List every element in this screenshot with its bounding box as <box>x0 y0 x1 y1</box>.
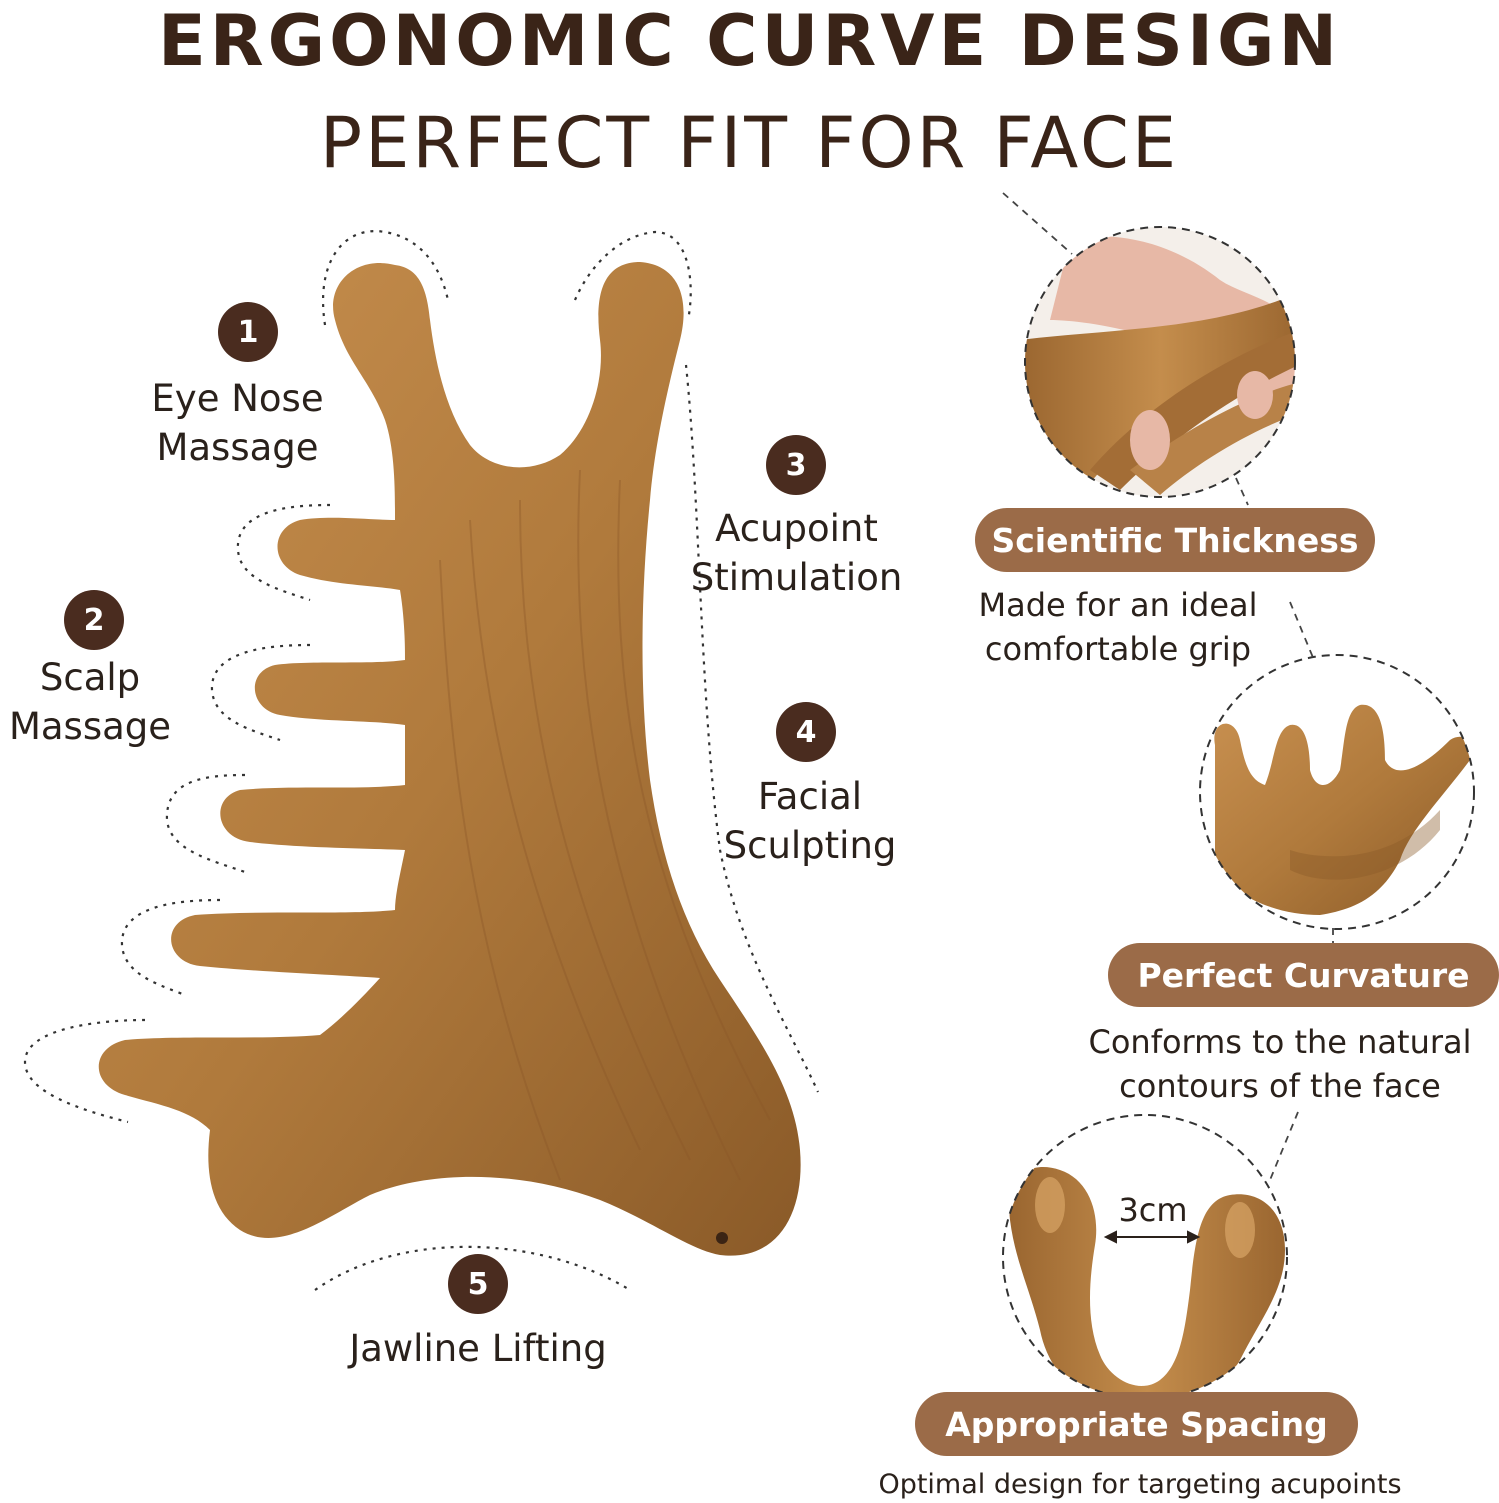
pill-perfect-curvature: Perfect Curvature <box>1108 943 1499 1007</box>
pill-appropriate-spacing: Appropriate Spacing <box>915 1392 1358 1456</box>
gua-sha-tool <box>98 262 801 1256</box>
spacing-measure: 3cm <box>1118 1191 1188 1229</box>
badge-5: 5 <box>448 1254 508 1314</box>
thickness-closeup <box>1024 226 1296 498</box>
connector-lines <box>1002 192 1334 1181</box>
headline-line-1: ERGONOMIC CURVE DESIGN <box>157 0 1342 82</box>
badge-4: 4 <box>776 702 836 762</box>
headline-line-2: PERFECT FIT FOR FACE <box>319 102 1180 184</box>
pill-scientific-thickness: Scientific Thickness <box>975 508 1375 572</box>
badge-3: 3 <box>766 435 826 495</box>
spacing-closeup <box>1002 1114 1288 1400</box>
badge-2: 2 <box>64 590 124 650</box>
badge-1: 1 <box>218 302 278 362</box>
desc-spacing: Optimal design for targeting acupoints <box>878 1469 1402 1500</box>
label-jawline: Jawline Lifting <box>349 1327 607 1370</box>
spacing-arrow <box>1103 1230 1201 1244</box>
guide-arcs <box>23 230 820 1291</box>
curvature-closeup <box>1199 654 1475 930</box>
